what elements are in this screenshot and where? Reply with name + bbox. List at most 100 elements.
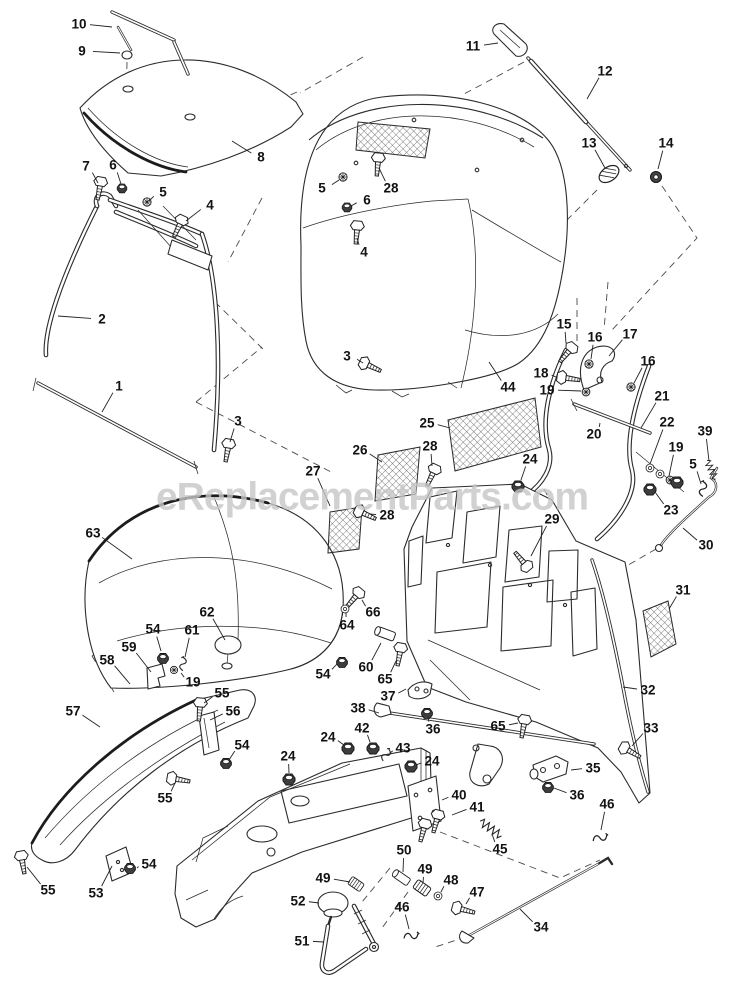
leader-line bbox=[369, 513, 377, 515]
nut-icon bbox=[404, 760, 418, 773]
leader-line bbox=[682, 527, 698, 541]
part-number-label: 23 bbox=[663, 503, 679, 518]
nut-icon bbox=[421, 708, 433, 719]
part-number-label: 7 bbox=[82, 159, 90, 174]
nut-icon bbox=[670, 476, 684, 489]
leader-line bbox=[598, 422, 601, 428]
leader-line bbox=[465, 897, 470, 905]
part-number-label: 65 bbox=[490, 719, 506, 734]
leader-line bbox=[82, 714, 101, 728]
leader-line bbox=[553, 787, 567, 794]
hood-frame bbox=[32, 191, 221, 475]
leader-line bbox=[600, 811, 605, 831]
leader-line bbox=[378, 167, 386, 182]
part-number-label: 24 bbox=[320, 730, 336, 745]
star-icon bbox=[142, 197, 152, 207]
part-number-label: 53 bbox=[88, 886, 104, 901]
leader-line bbox=[654, 491, 665, 505]
part-number-label: 11 bbox=[466, 39, 481, 54]
part-number-label: 42 bbox=[354, 721, 369, 736]
part-number-label: 56 bbox=[225, 704, 241, 719]
leader-line bbox=[389, 750, 394, 754]
leader-line bbox=[622, 686, 638, 690]
nut-icon bbox=[366, 742, 380, 755]
part-number-label: 22 bbox=[659, 415, 674, 430]
clip-icon bbox=[402, 931, 421, 941]
leader-line bbox=[590, 344, 594, 360]
nut-icon bbox=[341, 202, 353, 213]
part-number-label: 16 bbox=[640, 354, 656, 369]
part-number-label: 21 bbox=[654, 389, 670, 404]
part-number-label: 14 bbox=[658, 136, 674, 151]
leader-line bbox=[369, 453, 383, 463]
mesh-screen bbox=[642, 600, 677, 658]
part-number-label: 49 bbox=[417, 862, 432, 877]
part-number-label: 16 bbox=[587, 330, 603, 345]
bolt-icon bbox=[449, 899, 477, 920]
leader-line bbox=[657, 150, 664, 170]
leader-line bbox=[390, 660, 397, 673]
leader-line bbox=[640, 402, 657, 429]
leader-line bbox=[312, 940, 325, 943]
leader-line bbox=[404, 914, 410, 930]
leader-line bbox=[564, 331, 567, 344]
part-number-label: 30 bbox=[698, 538, 713, 553]
part-number-label: 66 bbox=[365, 605, 381, 620]
dash-shroud bbox=[84, 494, 344, 689]
nut-icon bbox=[220, 758, 232, 769]
lower-dash-panel bbox=[30, 663, 256, 882]
part-number-label: 49 bbox=[315, 871, 330, 886]
leader-line bbox=[331, 663, 338, 670]
part-number-label: 25 bbox=[419, 416, 435, 431]
leader-line bbox=[337, 740, 345, 746]
leader-line bbox=[668, 596, 677, 610]
part-number-label: 61 bbox=[184, 623, 200, 638]
leader-line bbox=[427, 716, 430, 722]
leader-line bbox=[520, 466, 527, 481]
part-number-label: 45 bbox=[492, 842, 508, 857]
part-number-label: 51 bbox=[294, 934, 310, 949]
leader-line bbox=[180, 672, 185, 678]
pin-icon bbox=[390, 868, 412, 887]
nut-icon bbox=[643, 483, 657, 496]
leader-line bbox=[696, 471, 702, 485]
leader-line bbox=[594, 149, 606, 169]
part-number-label: 10 bbox=[71, 17, 86, 32]
part-number-label: 46 bbox=[599, 797, 615, 812]
part-number-label: 44 bbox=[500, 380, 516, 395]
part-number-label: 13 bbox=[581, 136, 597, 151]
mesh-screen bbox=[327, 506, 363, 554]
part-number-label: 58 bbox=[99, 653, 115, 668]
leader-line bbox=[368, 709, 380, 714]
part-number-label: 19 bbox=[539, 383, 554, 398]
part-number-label: 4 bbox=[206, 198, 214, 213]
watermark-text: eReplacementParts.com bbox=[156, 476, 588, 519]
leader-line bbox=[228, 750, 236, 761]
leader-line bbox=[308, 901, 320, 904]
leader-line bbox=[170, 782, 176, 792]
bolt-icon bbox=[165, 770, 192, 789]
part-number-label: 24 bbox=[424, 754, 440, 769]
part-number-label: 59 bbox=[121, 640, 136, 655]
pin-icon bbox=[373, 625, 397, 642]
mesh-screen bbox=[447, 397, 542, 472]
leader-line bbox=[488, 361, 502, 381]
hood-top-panel bbox=[79, 10, 304, 177]
leader-line bbox=[136, 866, 139, 869]
part-number-label: 4 bbox=[360, 245, 368, 260]
leader-line bbox=[203, 696, 213, 704]
part-number-label: 24 bbox=[522, 452, 538, 467]
part-number-label: 20 bbox=[586, 427, 601, 442]
part-number-label: 50 bbox=[396, 843, 411, 858]
leader-line bbox=[317, 478, 331, 507]
hinge-straps bbox=[525, 345, 685, 542]
sway-rod bbox=[459, 856, 614, 944]
nut-icon bbox=[116, 183, 128, 194]
leader-line bbox=[57, 315, 92, 319]
star-icon bbox=[338, 172, 348, 182]
leader-line bbox=[430, 453, 433, 467]
bolt-icon bbox=[218, 437, 237, 464]
part-number-label: 36 bbox=[569, 788, 585, 803]
part-number-label: 34 bbox=[533, 920, 549, 935]
clip-icon bbox=[591, 832, 610, 843]
